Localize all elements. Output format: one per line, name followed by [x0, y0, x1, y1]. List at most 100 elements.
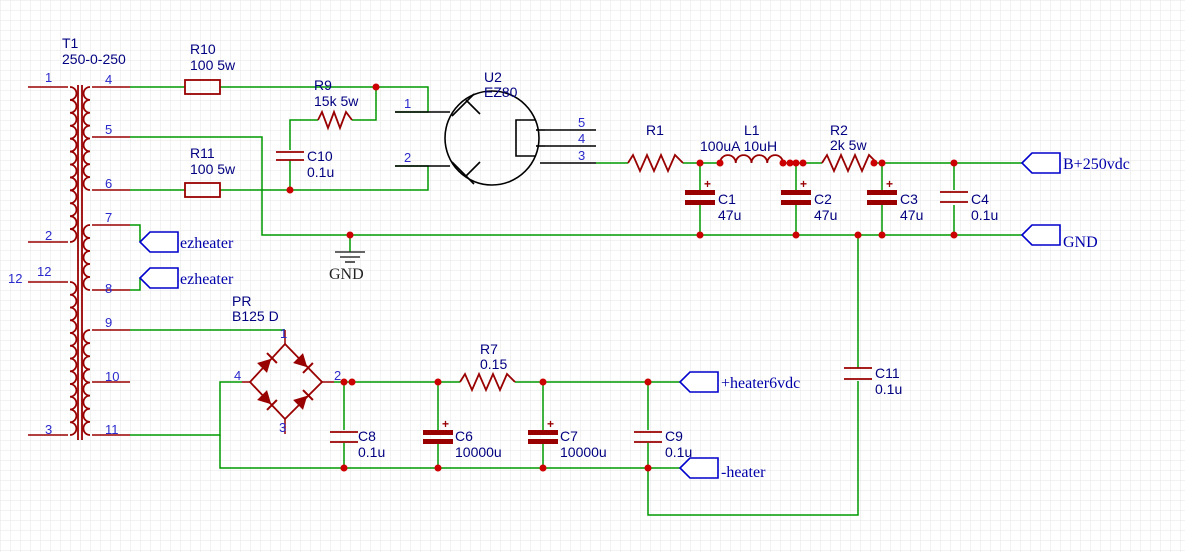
t1-pin-12: 12: [37, 264, 51, 279]
resistor-r7[interactable]: R7 0.15: [459, 341, 516, 393]
t1-ref-label: T1: [62, 35, 79, 51]
bridge-diode-1: [257, 352, 278, 373]
t1-extra-label-12: 12: [8, 271, 22, 286]
bridge-diode-4: [293, 389, 314, 410]
secondary-winding-heater: [82, 329, 91, 436]
net-port-ezheater-2[interactable]: ezheater: [138, 267, 234, 289]
net-port-heater-plus[interactable]: +heater6vdc: [678, 371, 800, 393]
r2-ref-label: R2: [830, 122, 848, 138]
c6-polarity-mark: +: [442, 417, 449, 431]
t1-pin-7: 7: [105, 210, 112, 225]
net-label-heater-minus: -heater: [721, 464, 766, 481]
capacitor-c3[interactable]: + C3 47u: [867, 177, 923, 223]
bridge-diode-2: [293, 353, 314, 374]
t1-pin-4: 4: [105, 72, 112, 87]
u2-pin-4: 4: [578, 131, 585, 146]
inductor-l1[interactable]: L1 100uA 10uH: [700, 122, 784, 164]
net-port-gnd[interactable]: GND: [1020, 224, 1098, 251]
t1-pin-10: 10: [105, 369, 119, 384]
c2-ref-label: C2: [814, 191, 832, 207]
c8-ref-label: C8: [358, 428, 376, 444]
u2-ref-label: U2: [484, 69, 502, 85]
resistor-r11[interactable]: R11 100 5w: [184, 145, 236, 198]
t1-value-label: 250-0-250: [62, 51, 126, 67]
r7-ref-label: R7: [480, 341, 498, 357]
net-label-b-plus: B+250vdc: [1063, 156, 1130, 173]
resistor-r1[interactable]: R1: [627, 122, 684, 174]
u2-pin-3: 3: [578, 148, 585, 163]
c1-ref-label: C1: [718, 191, 736, 207]
secondary-winding-ezheater: [82, 224, 91, 291]
bridge-diode-3: [257, 390, 278, 411]
r10-value-label: 100 5w: [190, 57, 236, 73]
u2-value-label: EZ80: [484, 84, 518, 100]
t1-pin-9: 9: [105, 315, 112, 330]
transformer-t1[interactable]: T1 250-0-250 1 2 12 12 3 4 5 6 7 8 9 10 …: [8, 35, 130, 440]
u2-pin-1: 1: [404, 96, 411, 111]
c4-ref-label: C4: [971, 191, 989, 207]
capacitor-c1[interactable]: + C1 47u: [685, 177, 741, 223]
t1-pin-1: 1: [45, 70, 52, 85]
capacitor-c9[interactable]: C9 0.1u: [634, 428, 692, 460]
resistor-r9[interactable]: R9 15k 5w: [314, 77, 359, 131]
r11-value-label: 100 5w: [190, 161, 236, 177]
capacitor-c6[interactable]: + C6 10000u: [423, 417, 502, 460]
c1-polarity-mark: +: [704, 177, 711, 191]
r2-value-label: 2k 5w: [830, 137, 867, 153]
pr-pin-1: 1: [280, 326, 287, 341]
net-label-heater-plus: +heater6vdc: [721, 375, 800, 392]
c8-value-label: 0.1u: [358, 444, 385, 460]
secondary-winding-hv: [82, 86, 91, 191]
c9-ref-label: C9: [665, 428, 683, 444]
capacitor-c2[interactable]: + C2 47u: [781, 177, 837, 223]
net-label-ezheater-2: ezheater: [180, 271, 234, 288]
r1-ref-label: R1: [646, 122, 664, 138]
net-port-ezheater-1[interactable]: ezheater: [138, 231, 234, 253]
junctions: [286, 83, 958, 472]
u2-pin-2: 2: [404, 150, 411, 165]
primary-winding-b: [69, 281, 78, 436]
pr-pin-4: 4: [234, 368, 241, 383]
c6-value-label: 10000u: [455, 444, 502, 460]
net-label-gnd: GND: [1063, 234, 1098, 251]
c3-polarity-mark: +: [886, 177, 893, 191]
r9-value-label: 15k 5w: [314, 93, 359, 109]
c6-ref-label: C6: [455, 428, 473, 444]
c1-value-label: 47u: [718, 207, 741, 223]
net-label-ezheater-1: ezheater: [180, 235, 234, 252]
capacitor-c7[interactable]: + C7 10000u: [528, 417, 607, 460]
ground-label: GND: [329, 266, 364, 283]
tube-u2[interactable]: U2 EZ80 1 2 5 4 3: [395, 69, 596, 186]
c10-ref-label: C10: [307, 148, 333, 164]
t1-pin-3: 3: [45, 422, 52, 437]
r7-value-label: 0.15: [480, 356, 507, 372]
primary-winding-a: [69, 86, 78, 243]
capacitor-c4[interactable]: C4 0.1u: [940, 191, 998, 223]
c10-value-label: 0.1u: [307, 164, 334, 180]
r10-ref-label: R10: [190, 41, 216, 57]
pr-pin-2: 2: [334, 368, 341, 383]
resistor-r10[interactable]: R10 100 5w: [184, 41, 236, 95]
net-port-b-plus[interactable]: B+250vdc: [1020, 152, 1130, 174]
capacitor-c8[interactable]: C8 0.1u: [330, 428, 385, 460]
capacitor-c10[interactable]: C10 0.1u: [276, 148, 334, 180]
net-port-heater-minus[interactable]: -heater: [678, 457, 766, 481]
t1-pin-11: 11: [105, 422, 119, 437]
pr-value-label: B125 D: [232, 308, 279, 324]
r11-ref-label: R11: [190, 145, 215, 161]
t1-pin-2: 2: [45, 228, 52, 243]
t1-pin-6: 6: [105, 176, 112, 191]
resistor-r2[interactable]: R2 2k 5w: [821, 122, 878, 174]
ground-symbol: GND: [329, 251, 365, 283]
c2-polarity-mark: +: [800, 177, 807, 191]
c4-value-label: 0.1u: [971, 207, 998, 223]
c7-value-label: 10000u: [560, 444, 607, 460]
t1-pin-5: 5: [105, 122, 112, 137]
c7-ref-label: C7: [560, 428, 578, 444]
u2-pin-5: 5: [578, 115, 585, 130]
capacitor-c11[interactable]: C11 0.1u: [844, 365, 902, 397]
t1-pin-8: 8: [105, 281, 112, 296]
bridge-rectifier-pr[interactable]: PR B125 D 1 2 3 4: [232, 293, 341, 435]
l1-value-label: 100uA 10uH: [700, 138, 777, 154]
